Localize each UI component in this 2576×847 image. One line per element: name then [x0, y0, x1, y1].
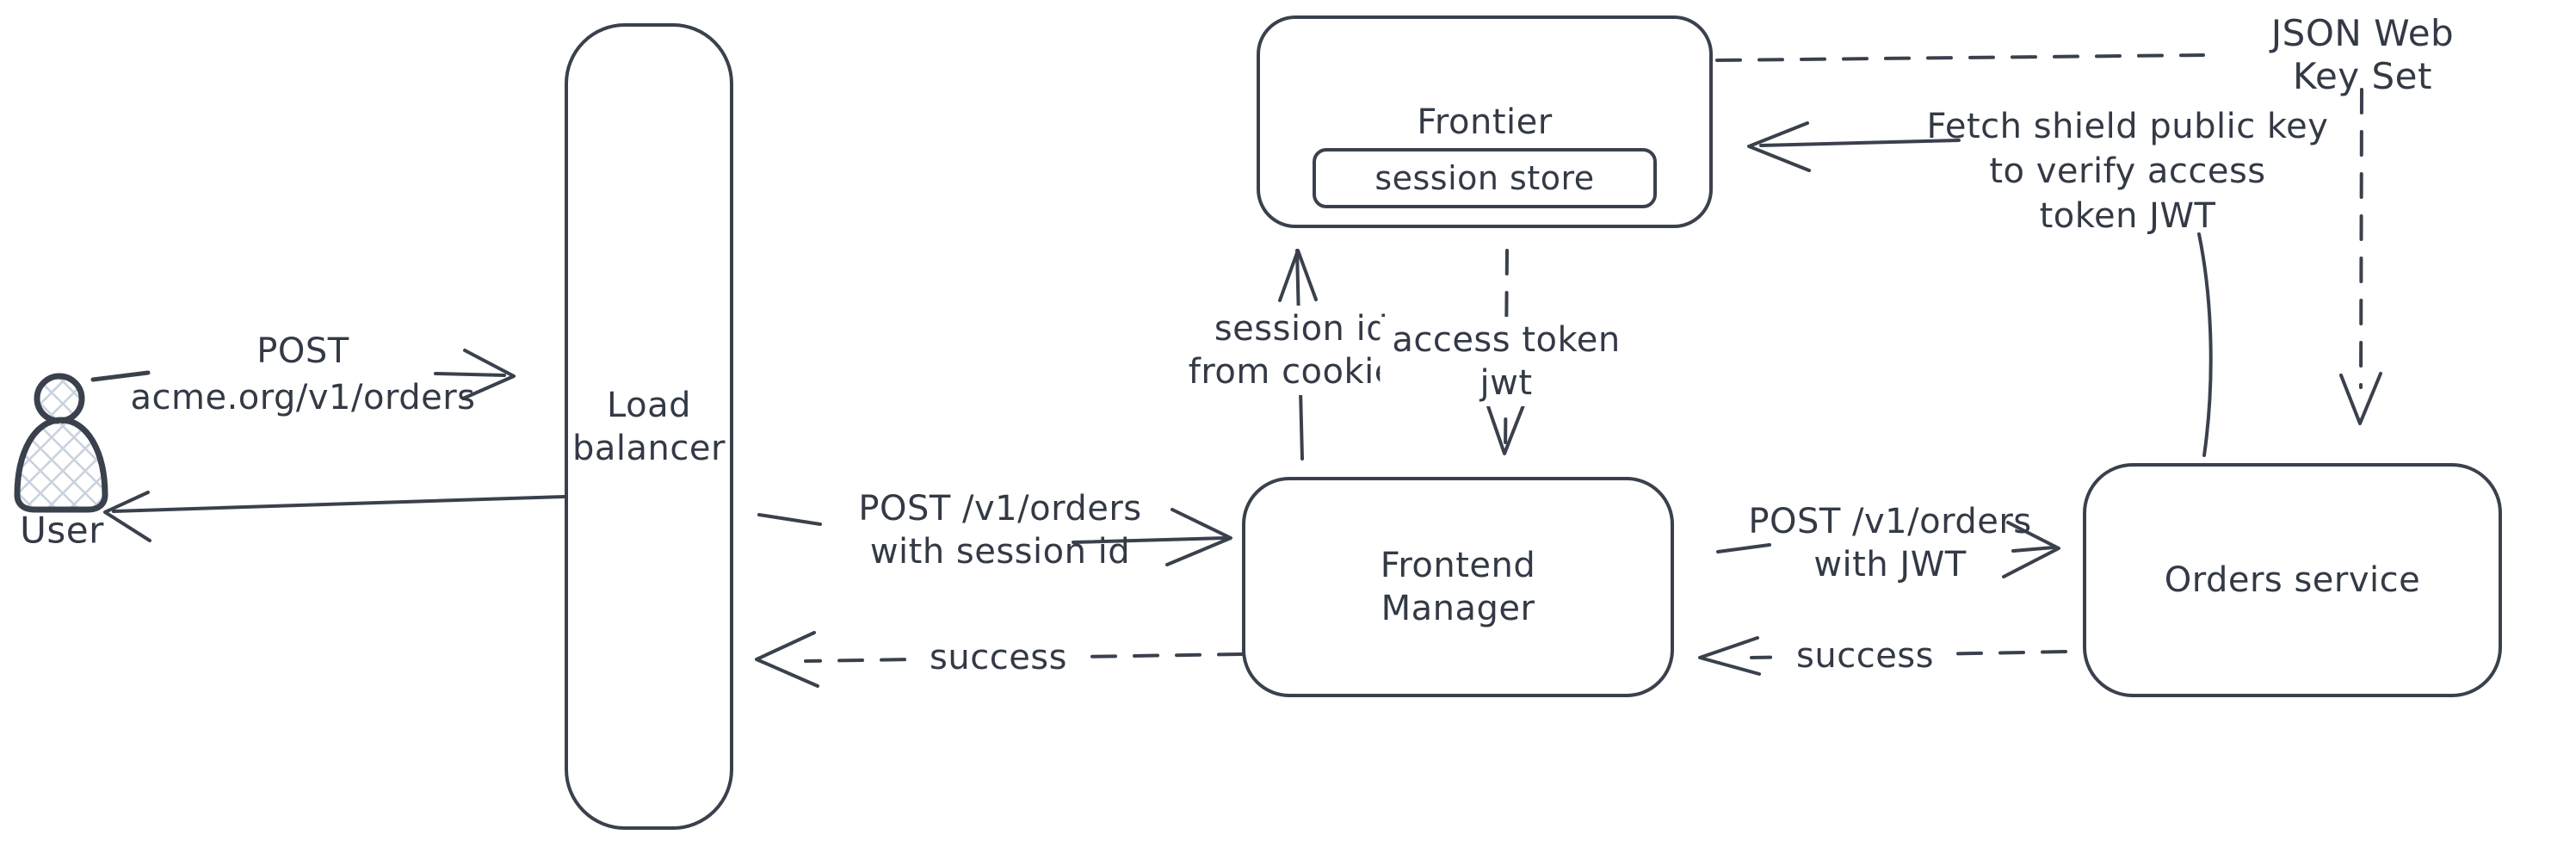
- user-icon: [14, 373, 108, 513]
- line-frontier-to-jwks: [1715, 53, 2205, 62]
- node-session-store: session store: [1313, 148, 1657, 208]
- arrow-fm-to-orders-head: [2002, 521, 2060, 578]
- arrow-jwks-to-orders-shaft: [2359, 88, 2363, 389]
- user-label: User: [20, 509, 104, 552]
- edge-label-orders-response: success: [1784, 633, 1946, 679]
- arrow-orders-to-frontier-shaft: [1759, 139, 1961, 147]
- arrow-frontier-to-fm-head: [1486, 404, 1525, 455]
- edge-label-user-request: POST acme.org/v1/orders: [130, 331, 476, 417]
- node-frontend-manager: Frontend Manager: [1242, 477, 1674, 697]
- edge-label-orders-request: POST /v1/orders with JWT: [1748, 502, 2032, 584]
- arrow-user-to-lb-segment: [90, 370, 151, 382]
- session-store-label: session store: [1374, 159, 1595, 197]
- arrow-orders-to-frontier-curve: [2197, 232, 2213, 457]
- frontier-label: Frontier: [1417, 102, 1553, 142]
- edge-label-lb-response: success: [917, 634, 1079, 681]
- frontend-manager-label: Frontend Manager: [1380, 546, 1536, 628]
- user-head: [34, 373, 85, 424]
- arrow-lb-to-fm-head: [1165, 508, 1232, 566]
- node-load-balancer: Load balancer: [565, 23, 733, 830]
- edge-label-jwks: JSON Web Key Set: [2270, 12, 2455, 97]
- arrow-lb-to-fm-segment: [757, 513, 822, 526]
- arrow-lb-to-user-shaft: [112, 495, 566, 513]
- edge-label-fetch-key: Fetch shield public key to verify access…: [1926, 107, 2329, 236]
- arrow-user-to-lb-head: [461, 349, 516, 400]
- orders-service-label: Orders service: [2164, 560, 2421, 600]
- arrow-orders-to-frontier-head: [1747, 121, 1811, 172]
- edge-label-access-token: access token jwt: [1380, 317, 1633, 406]
- load-balancer-label: Load balancer: [572, 385, 726, 468]
- arrow-fm-to-lb-head: [755, 631, 819, 688]
- arrow-user-to-lb-shaft: [434, 372, 506, 377]
- edge-label-lb-request: POST /v1/orders with session id: [858, 489, 1142, 572]
- arrow-fm-to-orders-segment: [1716, 543, 1771, 553]
- arrow-lb-to-fm-shaft: [1072, 536, 1227, 544]
- arrow-jwks-to-orders-head: [2339, 372, 2382, 425]
- arrow-lb-to-user-head: [103, 491, 151, 542]
- node-orders-service: Orders service: [2083, 463, 2502, 697]
- arrow-fm-to-orders-shaft: [2011, 546, 2055, 553]
- arrow-fm-to-frontier-head: [1278, 249, 1318, 302]
- arrow-orders-to-fm-head: [1698, 636, 1761, 676]
- user-body: [14, 417, 108, 513]
